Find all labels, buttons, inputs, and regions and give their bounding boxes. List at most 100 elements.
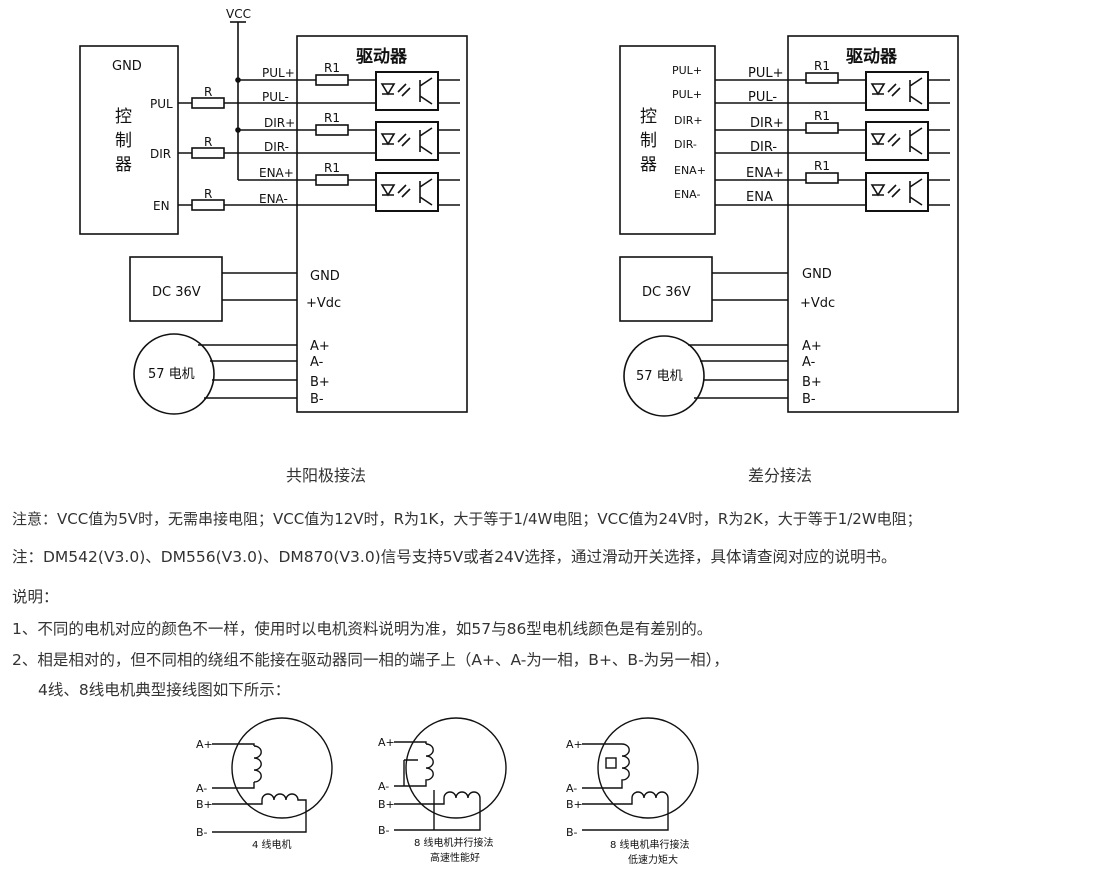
- driver-box: [296, 35, 468, 413]
- driver-box: [787, 35, 959, 413]
- r-label-2: R: [204, 135, 212, 149]
- svg-text:8 线电机并行接法: 8 线电机并行接法: [414, 836, 494, 849]
- motor-pin: A+: [310, 339, 330, 354]
- opto-channel: R1: [790, 59, 950, 111]
- opto-channel: R1: [790, 109, 950, 161]
- controller-label-2: 制: [640, 131, 657, 151]
- psu-pin-gnd: GND: [310, 269, 340, 284]
- resistor-r: [191, 147, 225, 159]
- svg-text:R1: R1: [324, 61, 340, 75]
- driver-pin: DIR-: [750, 140, 777, 155]
- ctrl-pin: ENA-: [674, 188, 700, 201]
- svg-text:B+: B+: [196, 798, 213, 811]
- psu-pin-vdc: +Vdc: [306, 296, 341, 311]
- controller-label-3: 器: [115, 155, 132, 175]
- controller-label-1: 控: [640, 107, 657, 127]
- motor-circle: [623, 335, 705, 417]
- svg-text:高速性能好: 高速性能好: [430, 851, 480, 864]
- svg-text:B-: B-: [196, 826, 208, 839]
- motor-pin: A-: [802, 355, 816, 370]
- psu-label: DC 36V: [642, 285, 691, 300]
- driver-pin: ENA: [746, 190, 773, 205]
- motor-pin: B-: [310, 392, 324, 407]
- motor-label: 57 电机: [636, 369, 683, 384]
- controller-box: [619, 45, 716, 235]
- ctrl-pin: PUL+: [672, 88, 702, 101]
- driver-pin: ENA+: [259, 166, 294, 180]
- opto-channel: R1: [300, 61, 460, 111]
- psu-label: DC 36V: [152, 285, 201, 300]
- svg-text:B+: B+: [566, 798, 583, 811]
- svg-text:R1: R1: [814, 59, 830, 73]
- caption-left: 共阳极接法: [286, 466, 367, 485]
- ctrl-pin-en: EN: [153, 199, 170, 213]
- notes-heading: 说明：: [12, 588, 59, 606]
- ctrl-pin: PUL+: [672, 64, 702, 77]
- resistor-r: [191, 199, 225, 211]
- psu-pin-vdc: +Vdc: [800, 296, 835, 311]
- opto-channel: R1: [300, 161, 460, 212]
- motor-4wire: A+ A- B+ B- 4 线电机: [196, 717, 333, 851]
- driver-title: 驱动器: [356, 47, 408, 67]
- svg-text:A+: A+: [378, 736, 395, 749]
- driver-pin: DIR+: [750, 116, 784, 131]
- svg-text:A-: A-: [196, 782, 207, 795]
- differential-diagram: 控 制 器 PUL+ PUL+ DIR+ DIR- ENA+ ENA- 驱动器 …: [619, 35, 959, 417]
- svg-text:R1: R1: [324, 161, 340, 175]
- note-item-2: 2、相是相对的，但不同相的绕组不能接在驱动器同一相的端子上（A+、A-为一相，B…: [12, 651, 729, 669]
- note-2: 注：DM542(V3.0)、DM556(V3.0)、DM870(V3.0)信号支…: [12, 548, 897, 566]
- psu-box: [129, 256, 223, 322]
- note-item-1: 1、不同的电机对应的颜色不一样，使用时以电机资料说明为准，如57与86型电机线颜…: [12, 620, 713, 638]
- svg-text:4 线电机: 4 线电机: [252, 838, 292, 851]
- ctrl-pin: DIR-: [674, 138, 697, 151]
- ctrl-pin: ENA+: [674, 164, 706, 177]
- motor-label: 57 电机: [148, 367, 195, 382]
- svg-text:R1: R1: [814, 159, 830, 173]
- svg-text:A+: A+: [566, 738, 583, 751]
- driver-pin: ENA+: [746, 166, 784, 181]
- driver-title: 驱动器: [846, 47, 898, 67]
- opto-channel: R1: [790, 159, 950, 212]
- vcc-label: VCC: [226, 7, 251, 21]
- motor-pin: A-: [310, 355, 324, 370]
- svg-text:A+: A+: [196, 738, 213, 751]
- svg-text:A-: A-: [566, 782, 577, 795]
- svg-text:B-: B-: [378, 824, 390, 837]
- note-1: 注意：VCC值为5V时，无需串接电阻；VCC值为12V时，R为1K，大于等于1/…: [12, 510, 922, 528]
- driver-pin: DIR-: [264, 140, 289, 154]
- motor-pin: B+: [802, 375, 822, 390]
- caption-right: 差分接法: [748, 466, 813, 485]
- svg-text:A-: A-: [378, 780, 389, 793]
- common-anode-diagram: VCC GND 控 制 器 PUL DIR EN R R R 驱动器 PUL+ …: [79, 7, 468, 415]
- motor-8wire-series: A+ A- B+ B- 8 线电机串行接法 低速力矩大: [566, 717, 699, 866]
- motor-pin: A+: [802, 339, 822, 354]
- driver-pin: PUL+: [748, 66, 784, 81]
- motor-circle: [133, 333, 215, 415]
- motor-pin: B+: [310, 375, 330, 390]
- controller-label-1: 控: [115, 107, 132, 127]
- driver-pin: PUL-: [262, 90, 289, 104]
- controller-label-3: 器: [640, 155, 657, 175]
- r-label-1: R: [204, 85, 212, 99]
- svg-text:低速力矩大: 低速力矩大: [628, 853, 678, 866]
- motor-pin: B-: [802, 392, 816, 407]
- motor-8wire-parallel: A+ A- B+ B- 8 线电机并行接法 高速性能好: [378, 717, 507, 864]
- ctrl-pin-dir: DIR: [150, 147, 171, 161]
- gnd-label: GND: [112, 59, 142, 74]
- controller-box: [79, 45, 179, 235]
- note-item-3: 4线、8线电机典型接线图如下所示：: [38, 681, 291, 699]
- opto-channel: R1: [300, 111, 460, 161]
- driver-pin: PUL-: [748, 90, 777, 105]
- r-label-3: R: [204, 187, 212, 201]
- resistor-r: [191, 97, 225, 109]
- ctrl-pin-pul: PUL: [150, 97, 173, 111]
- driver-pin: PUL+: [262, 66, 295, 80]
- psu-pin-gnd: GND: [802, 267, 832, 282]
- driver-pin: DIR+: [264, 116, 295, 130]
- psu-box: [619, 256, 713, 322]
- svg-text:R1: R1: [814, 109, 830, 123]
- svg-text:R1: R1: [324, 111, 340, 125]
- driver-pin: ENA-: [259, 192, 288, 206]
- controller-label-2: 制: [115, 131, 132, 151]
